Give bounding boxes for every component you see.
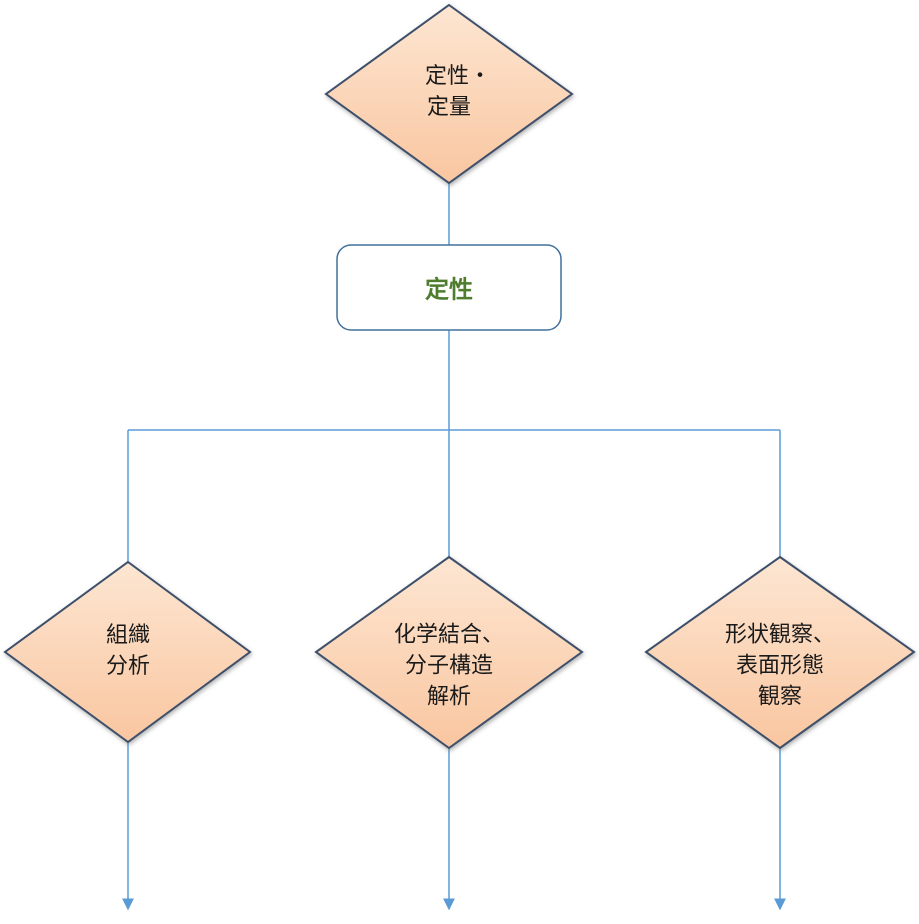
decision-diamond-center <box>314 555 584 750</box>
branch-right-line-3: 観察 <box>757 684 803 710</box>
branch-center-label: 化学結合、 分子構造 解析 <box>394 620 504 713</box>
branch-center-line-3: 解析 <box>426 684 472 710</box>
decision-diamond-left <box>3 560 252 744</box>
top-node-line-1: 定性・ <box>424 64 492 89</box>
decision-diamond-right <box>644 555 916 750</box>
connectors <box>122 183 786 911</box>
top-node-label: 定性・ 定量 <box>407 61 491 123</box>
process-box-label: 定性 <box>425 275 473 304</box>
branch-center-line-2: 分子構造 <box>404 653 494 679</box>
top-node-line-2: 定量 <box>426 95 472 120</box>
branch-left-line-2: 分析 <box>105 654 151 679</box>
process-box <box>336 244 562 331</box>
branch-right-line-1: 形状観察、 <box>724 622 836 648</box>
decision-diamond-top <box>324 3 574 185</box>
branch-left-line-1: 組織 <box>105 623 151 648</box>
branch-left-label: 組織 分析 <box>106 620 150 682</box>
branch-right-label: 形状観察、 表面形態 観察 <box>725 620 835 713</box>
branch-right-line-2: 表面形態 <box>735 653 825 679</box>
branch-center-line-1: 化学結合、 <box>393 622 505 648</box>
